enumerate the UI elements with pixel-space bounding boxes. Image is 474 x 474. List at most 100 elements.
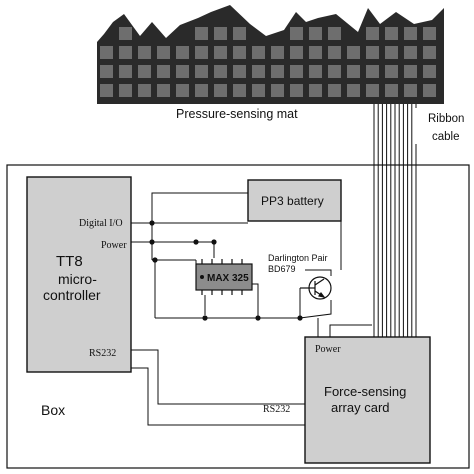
mat-cell <box>176 84 189 97</box>
wire-junction-dot <box>202 315 208 321</box>
wire <box>131 367 305 426</box>
max325-pins <box>201 259 243 295</box>
mat-cell <box>119 46 132 59</box>
wire-junction-dot <box>255 315 261 321</box>
wiring <box>131 192 372 426</box>
mat-cell <box>290 84 303 97</box>
mat-cell <box>214 46 227 59</box>
tt8-port-digital-io: Digital I/O <box>79 218 123 229</box>
wire-junction-dot <box>149 239 155 245</box>
mat-cell <box>366 27 379 40</box>
mat-cell <box>195 84 208 97</box>
wire <box>131 349 305 405</box>
mat-cell <box>366 65 379 78</box>
mat-cell <box>385 65 398 78</box>
mat-cell <box>347 84 360 97</box>
mat-cell <box>309 84 322 97</box>
wire <box>299 300 332 319</box>
mat-cell <box>404 84 417 97</box>
mat-cell <box>423 27 436 40</box>
mat-cell <box>290 27 303 40</box>
wire-junction-dot <box>152 257 158 263</box>
transistor-emitter-arrow <box>318 291 326 298</box>
wire <box>305 269 332 276</box>
mat-cell <box>233 65 246 78</box>
mat-cell <box>138 46 151 59</box>
mat-cell <box>271 46 284 59</box>
pp3-battery <box>247 179 342 222</box>
wire-junction-dot <box>211 239 217 245</box>
wire <box>252 283 259 318</box>
mat-cell <box>309 65 322 78</box>
wire-junctions <box>149 220 303 321</box>
mat-cell <box>176 46 189 59</box>
cable-label-line2: cable <box>432 131 460 143</box>
tt8-label-controller: controller <box>43 287 101 303</box>
pressure-sensing-mat <box>97 5 444 104</box>
transistor-label-line1: Darlington Pair <box>268 253 328 263</box>
mat-cell <box>328 84 341 97</box>
mat-cell <box>195 46 208 59</box>
mat-cell <box>404 27 417 40</box>
mat-cell <box>233 84 246 97</box>
mat-cell <box>347 46 360 59</box>
mat-cell <box>138 65 151 78</box>
mat-cell <box>290 46 303 59</box>
mat-cell <box>100 84 113 97</box>
mat-cell <box>404 65 417 78</box>
mat-cell <box>252 46 265 59</box>
transistor-label-line2: BD679 <box>268 264 296 274</box>
mat-cell <box>195 27 208 40</box>
mat-cell <box>119 65 132 78</box>
mat-cell <box>328 65 341 78</box>
mat-cell <box>271 65 284 78</box>
battery-label: PP3 battery <box>261 194 324 208</box>
mat-cell <box>195 65 208 78</box>
max325-body <box>195 263 253 291</box>
mat-cell <box>328 27 341 40</box>
force-sensing-array-card <box>304 336 431 464</box>
mat-surface <box>97 5 444 104</box>
mat-cell <box>423 84 436 97</box>
mat-cell <box>309 27 322 40</box>
tt8-port-rs232: RS232 <box>89 348 116 359</box>
max325-switch <box>195 259 253 295</box>
mat-cell-grid <box>100 27 436 97</box>
mat-cell <box>290 65 303 78</box>
cable-label-backdrop <box>413 108 471 144</box>
fsa-card-label-line1: Force-sensing <box>324 384 406 399</box>
wire-junction-dot <box>149 220 155 226</box>
mat-cell <box>157 46 170 59</box>
max325-label: MAX 325 <box>207 273 249 284</box>
mat-cell <box>100 46 113 59</box>
ribbon-cable <box>373 104 417 337</box>
mat-cell <box>271 84 284 97</box>
mat-cell <box>138 84 151 97</box>
wire-junction-dot <box>297 315 303 321</box>
mat-cell <box>214 84 227 97</box>
mat-cell <box>385 46 398 59</box>
darlington-transistor <box>300 276 332 300</box>
tt8-port-power: Power <box>101 240 127 251</box>
mat-cell <box>233 46 246 59</box>
mat-cell <box>252 84 265 97</box>
fsa-card-port-power: Power <box>315 344 341 355</box>
mat-cell <box>366 46 379 59</box>
wire <box>329 324 372 337</box>
mat-cell <box>328 46 341 59</box>
max325-pin1-dot <box>200 275 204 279</box>
wire-junction-dot <box>193 239 199 245</box>
mat-cell <box>233 27 246 40</box>
mat-cell <box>366 84 379 97</box>
tt8-label: TT8 <box>56 253 83 270</box>
mat-cell <box>157 65 170 78</box>
mat-cell <box>157 84 170 97</box>
enclosure-box <box>6 164 470 469</box>
enclosure-label: Box <box>41 402 65 418</box>
transistor-collector <box>314 278 325 286</box>
mat-label: Pressure-sensing mat <box>176 107 298 121</box>
tt8-controller <box>26 176 132 373</box>
mat-cell <box>423 65 436 78</box>
mat-cell <box>119 27 132 40</box>
